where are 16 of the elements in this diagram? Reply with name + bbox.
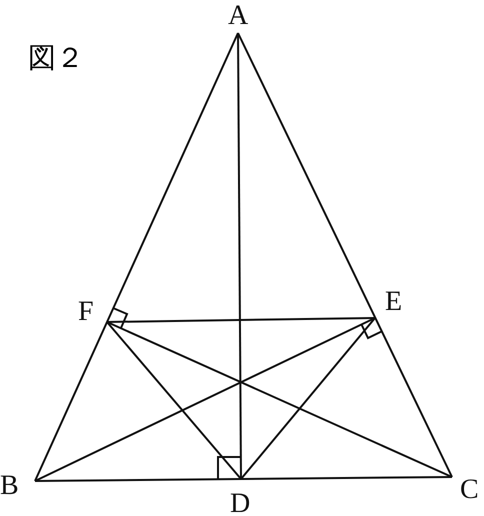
point-label: A [228,2,248,30]
line-segment [34,317,376,482]
point-label: B [0,472,19,500]
point-label: E [385,288,402,316]
figure-title: 図２ [28,44,84,72]
line-segment [237,32,453,478]
point-label: D [230,490,250,516]
line-segment [106,321,242,480]
line-segment [237,33,242,479]
point-label: C [460,476,479,504]
line-segment [106,317,376,323]
line-segment [106,321,452,478]
line-segment [34,32,239,482]
point-label: F [78,298,94,326]
line-segment [35,476,452,482]
line-segment [240,317,376,480]
